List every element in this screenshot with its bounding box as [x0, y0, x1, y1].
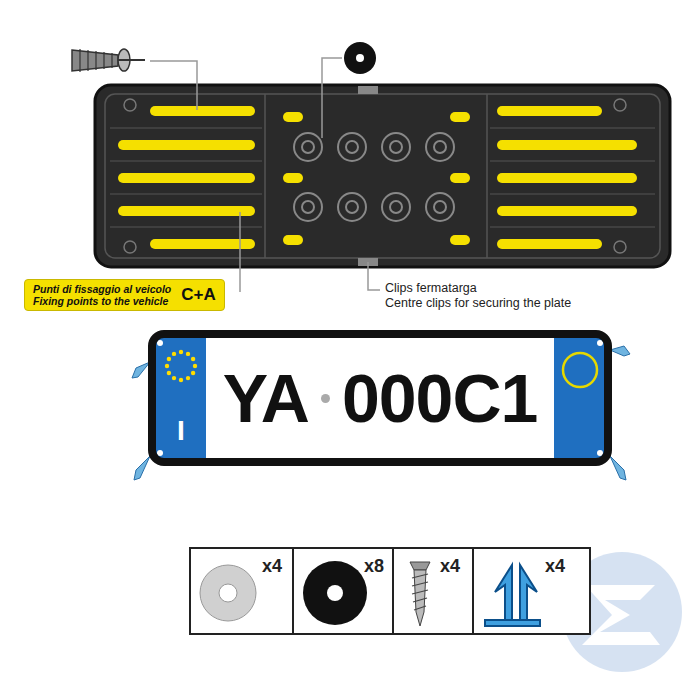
screw-callout — [72, 49, 197, 110]
license-plate: I YA 000C1 — [148, 330, 612, 466]
quantity-label: x8 — [364, 557, 384, 577]
callout-label: Punti di fissaggio al veicoloFixing poin… — [24, 279, 225, 311]
quantity-label: x4 — [440, 557, 460, 577]
label-lines: Punti di fissaggio al veicoloFixing poin… — [33, 283, 171, 307]
plate-dot — [321, 394, 330, 403]
quantity-label: x4 — [262, 557, 282, 577]
leader-line — [239, 212, 241, 292]
annotation-text: Centre clips for securing the plate — [385, 297, 571, 311]
label-text: Punti di fissaggio al veicolo — [33, 283, 171, 295]
washer-callout — [322, 42, 376, 138]
plate-number: YA 000C1 — [206, 338, 554, 458]
plate-frame — [95, 85, 670, 267]
quantity-label: x4 — [545, 557, 565, 577]
country-code: I — [156, 416, 206, 446]
leader-line — [368, 262, 380, 290]
plate-text: YA — [223, 359, 309, 437]
parts-table — [190, 548, 590, 634]
plate-text: 000C1 — [342, 359, 537, 437]
label-text: Fixing points to the vehicle — [33, 295, 171, 307]
code-text: C+A — [181, 285, 215, 305]
annotation-text: Clips fermatarga — [385, 282, 477, 296]
